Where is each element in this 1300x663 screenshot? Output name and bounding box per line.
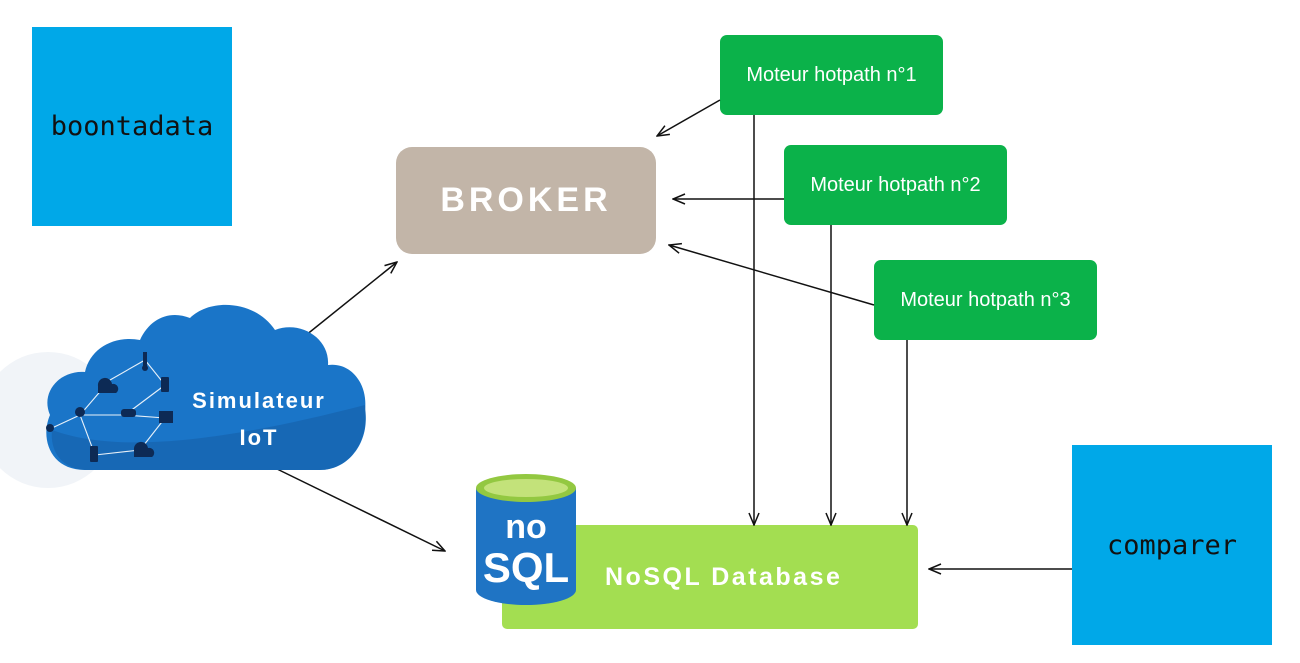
hotpath-engine-1-label: Moteur hotpath n°1	[746, 63, 917, 86]
boontadata-box: boontadata	[32, 27, 232, 226]
nosql-icon-sql: SQL	[483, 544, 569, 591]
comparer-label: comparer	[1106, 529, 1238, 561]
hotpath-engine-3: Moteur hotpath n°3	[874, 260, 1097, 340]
simulator-label-line1: Simulateur	[192, 388, 326, 413]
arrow-engine3-to-broker	[669, 245, 875, 306]
broker-box: BROKER	[396, 147, 656, 254]
hotpath-engine-2: Moteur hotpath n°2	[784, 145, 1007, 225]
nosql-cylinder-icon: no SQL	[476, 474, 576, 605]
nosql-database-label: NoSQL Database	[605, 562, 843, 591]
hotpath-engine-2-label: Moteur hotpath n°2	[810, 173, 981, 196]
boontadata-label: boontadata	[50, 111, 214, 142]
cloud-icon	[46, 304, 366, 470]
hotpath-engine-3-label: Moteur hotpath n°3	[900, 288, 1071, 311]
simulator-label-line2: IoT	[239, 425, 279, 450]
arrow-simulator-to-db	[274, 467, 445, 551]
nosql-icon-no: no	[505, 508, 547, 546]
broker-label: BROKER	[440, 181, 612, 219]
hotpath-engine-1: Moteur hotpath n°1	[720, 35, 943, 115]
comparer-box: comparer	[1072, 445, 1272, 645]
arrow-engine1-to-broker	[657, 99, 721, 136]
